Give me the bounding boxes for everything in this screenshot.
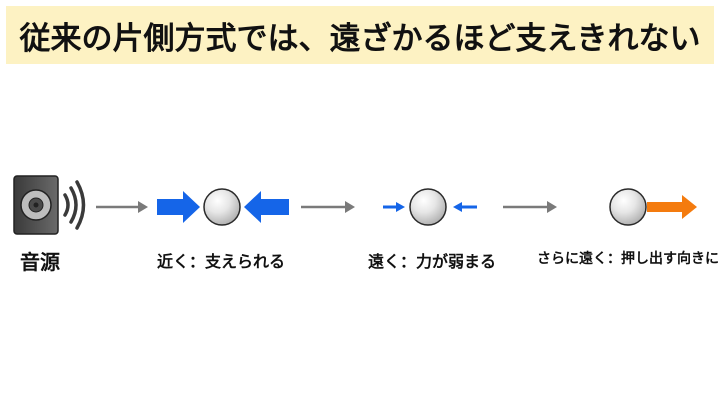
caption-far: 遠く：力が弱まる <box>368 252 497 271</box>
force-arrow-right-small <box>453 202 477 212</box>
sphere-near <box>203 188 241 226</box>
force-arrow-right-large <box>244 191 289 223</box>
sound-wave-icon <box>63 180 86 230</box>
slide-title: 従来の片側方式では、遠ざかるほど支えきれない <box>19 20 701 57</box>
title-bar: 従来の片側方式では、遠ざかるほど支えきれない <box>6 6 714 64</box>
sphere-far <box>409 188 447 226</box>
step-arrow-3 <box>503 201 557 213</box>
force-arrow-left-small <box>383 202 405 212</box>
push-arrow-orange <box>647 195 697 219</box>
caption-farther: さらに遠く：押し出す向きに <box>537 251 719 267</box>
caption-near: 近く：支えられる <box>157 252 286 271</box>
step-arrow-1 <box>96 201 148 213</box>
force-arrow-left-large <box>157 191 200 223</box>
caption-source: 音源 <box>20 250 60 274</box>
sphere-farther <box>609 188 647 226</box>
step-arrow-2 <box>301 201 355 213</box>
speaker-icon <box>13 175 59 235</box>
